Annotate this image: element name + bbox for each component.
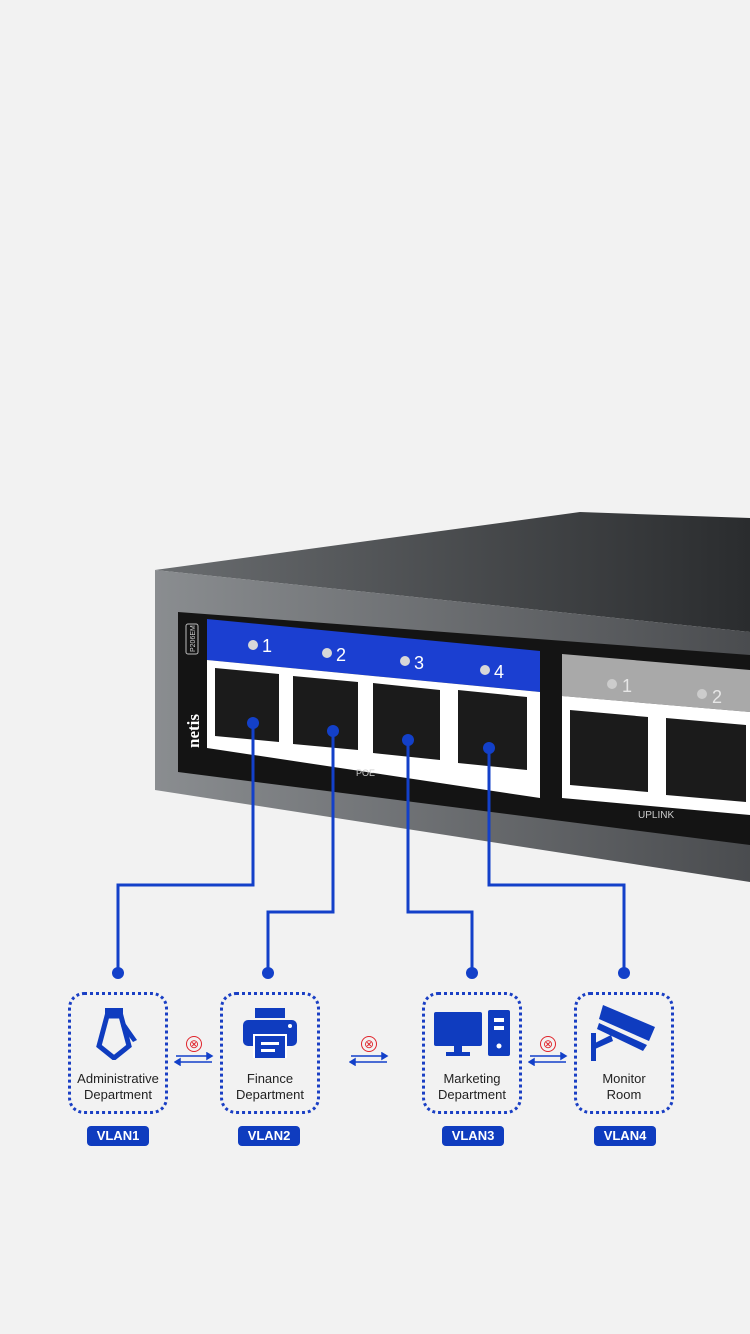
department-name: Monitor — [602, 1071, 646, 1086]
port-number: 1 — [262, 636, 272, 656]
switch-top — [155, 512, 750, 632]
vlan-badge: VLAN4 — [594, 1126, 656, 1146]
connection-dots — [112, 717, 630, 979]
port-number: 2 — [336, 645, 346, 665]
isolation-indicator: ⊗ — [174, 1036, 214, 1066]
vlan-badge: VLAN3 — [442, 1126, 504, 1146]
ethernet-port[interactable] — [458, 690, 527, 770]
vlan-badge: VLAN1 — [87, 1126, 149, 1146]
poe-strip — [207, 619, 540, 692]
uplink-label: UPLINK — [638, 810, 674, 821]
port-number: 2 — [712, 687, 722, 707]
model-label: P206EM — [190, 625, 197, 652]
blocked-icon: ⊗ — [540, 1036, 556, 1052]
department-name: Room — [606, 1087, 642, 1102]
blocked-icon: ⊗ — [186, 1036, 202, 1052]
port-number: 3 — [414, 653, 424, 673]
camera-icon — [577, 1003, 671, 1063]
port-number: 1 — [622, 676, 632, 696]
poe-ports — [215, 668, 746, 802]
bidirectional-arrow-icon — [528, 1052, 568, 1066]
department-name: Finance — [246, 1071, 294, 1086]
port-leds — [248, 640, 707, 699]
ethernet-port[interactable] — [570, 710, 648, 792]
blocked-icon: ⊗ — [361, 1036, 377, 1052]
bidirectional-arrow-icon — [174, 1052, 214, 1066]
port-number: 4 — [494, 662, 504, 682]
bidirectional-arrow-icon — [349, 1052, 389, 1066]
ethernet-port[interactable] — [215, 668, 279, 742]
poe-label: POE — [356, 768, 375, 778]
department-name: Department — [236, 1087, 304, 1102]
connection-lines — [116, 723, 626, 973]
ethernet-port[interactable] — [373, 683, 440, 760]
department-name: Marketing — [443, 1071, 501, 1086]
computer-icon — [425, 1003, 519, 1063]
department-name: Administrative — [77, 1071, 159, 1086]
brand-logo: netis — [184, 714, 203, 748]
department-name: Department — [438, 1087, 506, 1102]
ethernet-port[interactable] — [666, 718, 746, 802]
ethernet-port[interactable] — [293, 676, 358, 750]
vlan-badge: VLAN2 — [238, 1126, 300, 1146]
tie-icon — [71, 1003, 165, 1063]
department-name: Department — [84, 1087, 152, 1102]
printer-icon — [223, 1003, 317, 1063]
isolation-indicator: ⊗ — [349, 1036, 389, 1066]
isolation-indicator: ⊗ — [528, 1036, 568, 1066]
